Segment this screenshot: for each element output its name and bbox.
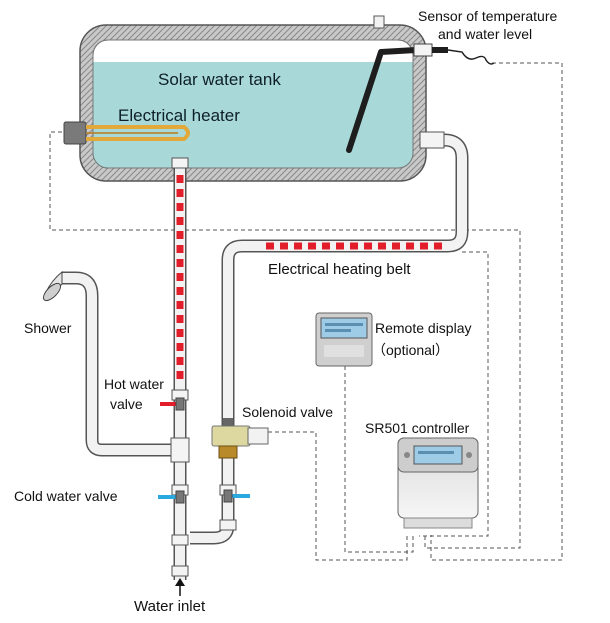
cold-water-valve-label: Cold water valve — [14, 488, 118, 504]
heater-element — [86, 125, 190, 141]
solar-water-tank — [79, 15, 427, 182]
wire-remote-display — [344, 366, 414, 553]
solenoid-valve-icon — [211, 418, 269, 459]
cold-water-valve-icon — [158, 490, 185, 504]
pipework — [62, 133, 469, 580]
sensor-probe-icon — [346, 43, 495, 153]
hot-water-valve-label-line1: Hot water — [104, 376, 164, 392]
controller-icon — [397, 437, 479, 529]
tank-vent — [373, 15, 385, 29]
hot-water-valve-label-line2: valve — [110, 396, 143, 412]
remote-display-icon — [315, 312, 373, 367]
inlet-arrow-icon — [175, 578, 185, 596]
cold-water-valve-2-icon — [223, 489, 250, 503]
shower-pipe — [62, 271, 180, 457]
remote-display-label: Remote display — [375, 320, 472, 336]
electrical-heater — [63, 121, 190, 145]
optional-label: （optional） — [372, 342, 450, 358]
shower-label: Shower — [24, 320, 72, 336]
controller-label: SR501 controller — [365, 420, 470, 436]
sensor-label-line1: Sensor of temperature — [418, 8, 558, 24]
tank-water — [93, 62, 413, 168]
signal-wires — [49, 62, 563, 561]
heater-label: Electrical heater — [118, 106, 240, 125]
pipe-fittings — [170, 131, 445, 577]
sensor-label-line2: and water level — [438, 26, 533, 42]
solenoid-valve-label: Solenoid valve — [242, 404, 334, 420]
tank-label: Solar water tank — [158, 70, 281, 89]
wire-solenoid — [268, 431, 408, 561]
wire-sensor — [430, 62, 563, 561]
hot-water-valve-icon — [160, 397, 185, 411]
heater-plug — [63, 121, 87, 145]
wire-belt — [419, 251, 489, 537]
shower-icon — [42, 270, 63, 302]
water-inlet-label: Water inlet — [134, 598, 206, 615]
electrical-heating-belt — [176, 175, 448, 382]
heating-belt-label: Electrical heating belt — [268, 261, 411, 278]
